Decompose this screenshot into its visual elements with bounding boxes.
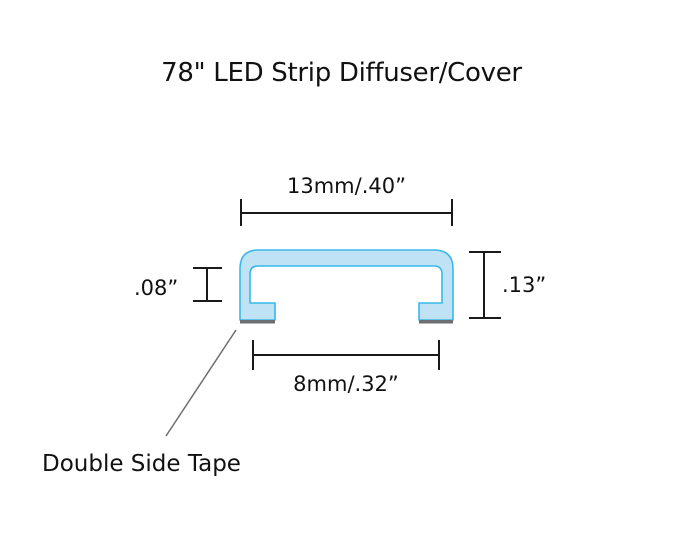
top-width-label: 13mm/.40” xyxy=(287,174,406,198)
right-height-dimension-line xyxy=(469,251,501,319)
bottom-width-dimension-line xyxy=(252,340,440,370)
tape-strip-left xyxy=(240,320,275,324)
right-height-label: .13” xyxy=(502,273,547,297)
tape-strip-right xyxy=(419,320,453,324)
diffuser-profile-shape xyxy=(239,249,454,321)
left-height-label: .08” xyxy=(134,276,179,300)
tape-leader-line xyxy=(165,329,237,437)
left-height-dimension-line xyxy=(193,267,222,302)
diagram-title: 78" LED Strip Diffuser/Cover xyxy=(161,58,522,88)
tape-callout-label: Double Side Tape xyxy=(42,451,241,477)
bottom-width-label: 8mm/.32” xyxy=(293,372,399,396)
top-width-dimension-line xyxy=(240,199,453,226)
